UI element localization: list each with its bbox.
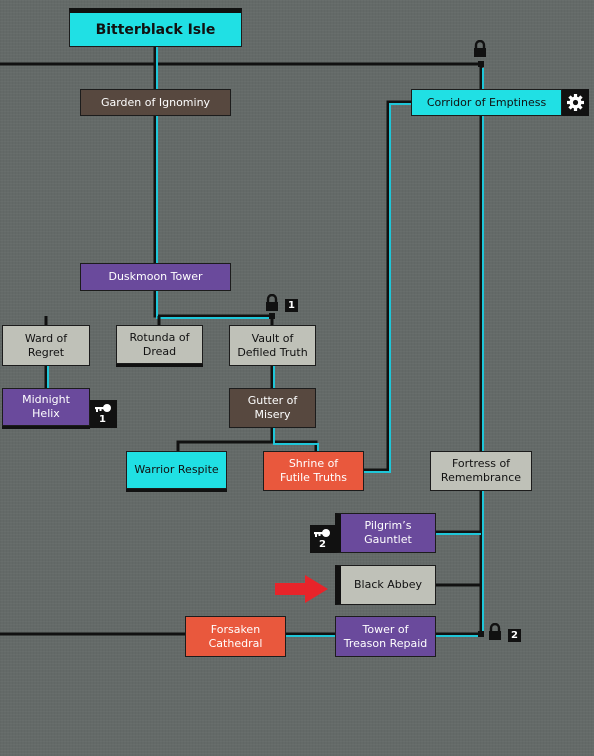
area-black-abbey[interactable]: Black Abbey [335, 565, 436, 605]
key-icon [95, 404, 111, 412]
area-duskmoon-tower[interactable]: Duskmoon Tower [80, 263, 231, 291]
padlock-icon [266, 294, 278, 311]
key-tab: 1 [90, 400, 117, 428]
gear-tab [562, 89, 589, 116]
padlock-icon [474, 40, 486, 57]
red-arrow-icon [275, 575, 328, 603]
key-tab: 2 [310, 525, 337, 553]
key-count: 1 [99, 414, 106, 425]
area-garden-of-ignominy[interactable]: Garden of Ignominy [80, 89, 231, 116]
gear-icon [567, 94, 584, 111]
padlock-icon [489, 623, 501, 640]
area-warrior-respite[interactable]: Warrior Respite [126, 451, 227, 489]
area-corridor-of-emptiness[interactable]: Corridor of Emptiness [411, 89, 562, 116]
lock-count-badge: 1 [285, 299, 298, 312]
key-count: 2 [319, 539, 326, 550]
title-node[interactable]: Bitterblack Isle [69, 8, 242, 47]
lock-count-badge: 2 [508, 629, 521, 642]
key-icon [314, 529, 330, 537]
title-label: Bitterblack Isle [95, 21, 216, 38]
